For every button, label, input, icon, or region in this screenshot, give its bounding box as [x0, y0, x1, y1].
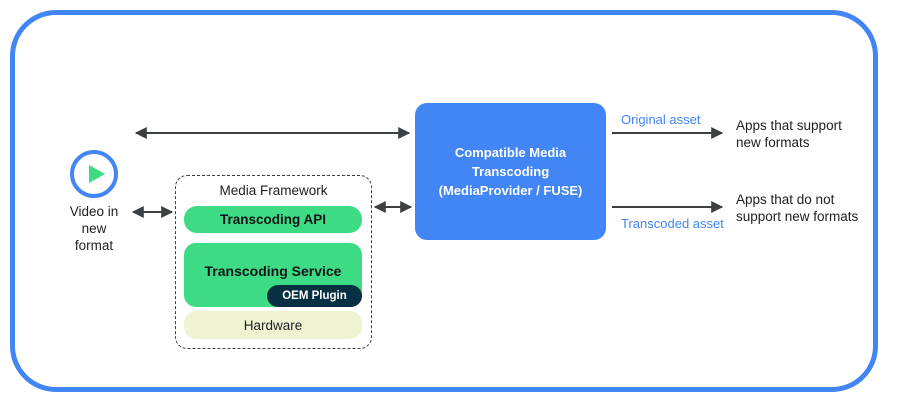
- media-framework-title: Media Framework: [219, 183, 328, 198]
- original-asset-label: Original asset: [621, 112, 701, 127]
- compatible-media-transcoding-label: Compatible Media Transcoding (MediaProvi…: [438, 145, 583, 198]
- play-circle-icon: [70, 150, 118, 198]
- supporting-apps-label: Apps that support new formats: [736, 118, 842, 150]
- transcoding-api-block: Transcoding API: [184, 206, 362, 233]
- transcoded-asset-label: Transcoded asset: [621, 216, 724, 231]
- compatible-media-transcoding-block: Compatible Media Transcoding (MediaProvi…: [415, 103, 606, 240]
- hardware-block: Hardware: [184, 311, 362, 339]
- video-source-label: Video in new format: [69, 204, 119, 253]
- oem-plugin-badge: OEM Plugin: [267, 285, 362, 307]
- play-triangle-icon: [89, 165, 105, 183]
- nonsupporting-apps-label: Apps that do not support new formats: [736, 192, 859, 224]
